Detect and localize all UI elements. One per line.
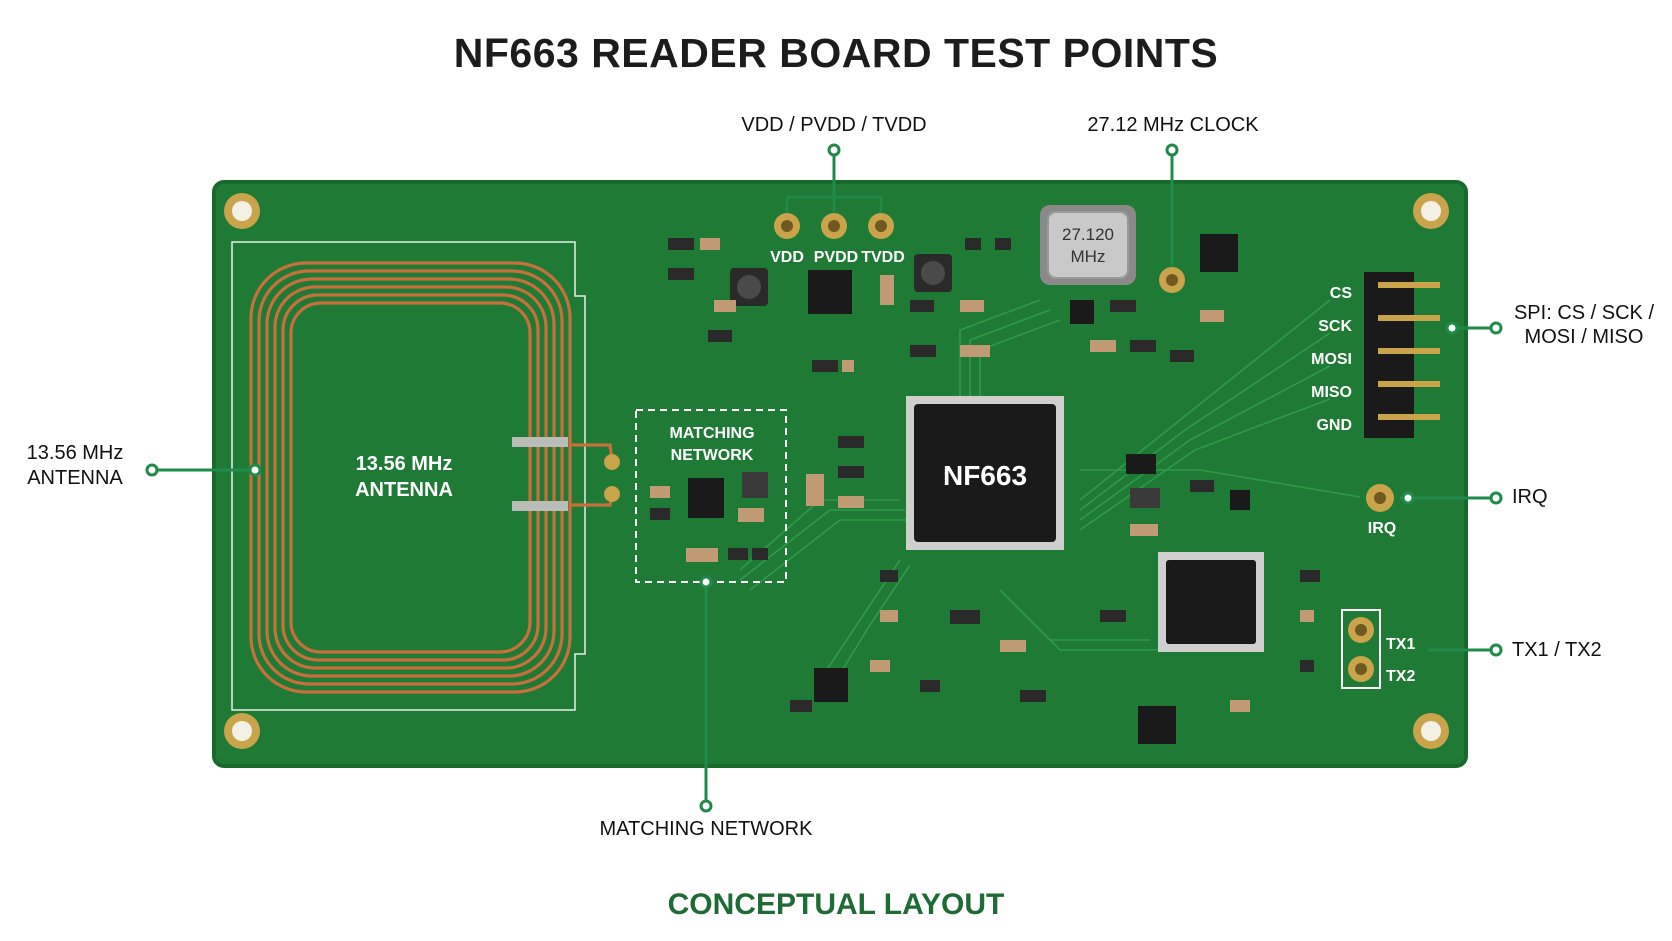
antenna-outline bbox=[231, 241, 586, 711]
vdd-pad-label: VDD bbox=[770, 249, 804, 266]
test-point-icon bbox=[1159, 267, 1185, 293]
passive-components bbox=[668, 238, 1320, 712]
clock-callout: 27.12 MHz CLOCK bbox=[1087, 114, 1259, 136]
spi-callout-line1: SPI: CS / SCK / bbox=[1513, 302, 1655, 324]
regulator-chip bbox=[808, 270, 852, 314]
spi-pin-mosi: MOSI bbox=[1311, 351, 1352, 368]
secondary-chip bbox=[1158, 552, 1264, 652]
antenna-callout-line2: ANTENNA bbox=[27, 467, 123, 489]
antenna-silk-line2: ANTENNA bbox=[355, 479, 453, 501]
transistor-chip bbox=[814, 668, 848, 702]
test-point-icon bbox=[868, 213, 894, 239]
tx2-pad-label: TX2 bbox=[1386, 668, 1415, 685]
transistor-chip bbox=[1138, 706, 1176, 744]
tvdd-pad-label: TVDD bbox=[861, 249, 905, 266]
mounting-hole-icon bbox=[1413, 193, 1449, 229]
antenna-pads bbox=[512, 437, 620, 511]
tx1-pad-label: TX1 bbox=[1386, 636, 1415, 653]
tx-callout: TX1 / TX2 bbox=[1512, 639, 1602, 661]
mounting-hole-icon bbox=[224, 193, 260, 229]
callout-lines bbox=[145, 143, 1503, 813]
mounting-hole-icon bbox=[1413, 713, 1449, 749]
test-point-icon bbox=[774, 213, 800, 239]
crystal-freq-line2: MHz bbox=[1071, 247, 1106, 266]
crystal-freq-line1: 27.120 bbox=[1062, 225, 1114, 244]
spi-pin-cs: CS bbox=[1330, 285, 1353, 302]
matching-components bbox=[650, 472, 768, 562]
regulator-chip bbox=[1200, 234, 1238, 272]
footer-label: CONCEPTUAL LAYOUT bbox=[667, 888, 1005, 921]
irq-pad-label: IRQ bbox=[1368, 520, 1396, 537]
test-point-icon bbox=[1366, 484, 1394, 512]
matching-silk-line2: NETWORK bbox=[671, 447, 754, 464]
inductor bbox=[730, 268, 768, 306]
matching-callout: MATCHING NETWORK bbox=[599, 818, 813, 840]
irq-callout: IRQ bbox=[1512, 486, 1548, 508]
antenna-callout-line1: 13.56 MHz bbox=[26, 442, 124, 464]
nf663-chip bbox=[906, 396, 1064, 550]
spi-header bbox=[1364, 272, 1440, 438]
crystal-oscillator bbox=[1040, 205, 1136, 285]
antenna-coil bbox=[249, 261, 614, 694]
inductor bbox=[914, 254, 952, 292]
test-point-icon bbox=[821, 213, 847, 239]
tx-pad-outline bbox=[1341, 609, 1381, 689]
nf663-chip-label: NF663 bbox=[943, 460, 1027, 491]
mounting-hole-icon bbox=[224, 713, 260, 749]
spi-pin-sck: SCK bbox=[1318, 318, 1352, 335]
vdd-callout: VDD / PVDD / TVDD bbox=[741, 114, 927, 136]
test-point-icon bbox=[1348, 617, 1374, 643]
test-point-icon bbox=[1348, 656, 1374, 682]
pvdd-pad-label: PVDD bbox=[814, 249, 858, 266]
spi-pin-gnd: GND bbox=[1316, 417, 1352, 434]
antenna-silk-line1: 13.56 MHz bbox=[356, 453, 453, 475]
page-title: NF663 READER BOARD TEST POINTS bbox=[453, 30, 1219, 76]
spi-callout-line2: MOSI / MISO bbox=[1524, 326, 1644, 348]
matching-silk-line1: MATCHING bbox=[669, 425, 754, 442]
spi-pin-miso: MISO bbox=[1311, 384, 1352, 401]
